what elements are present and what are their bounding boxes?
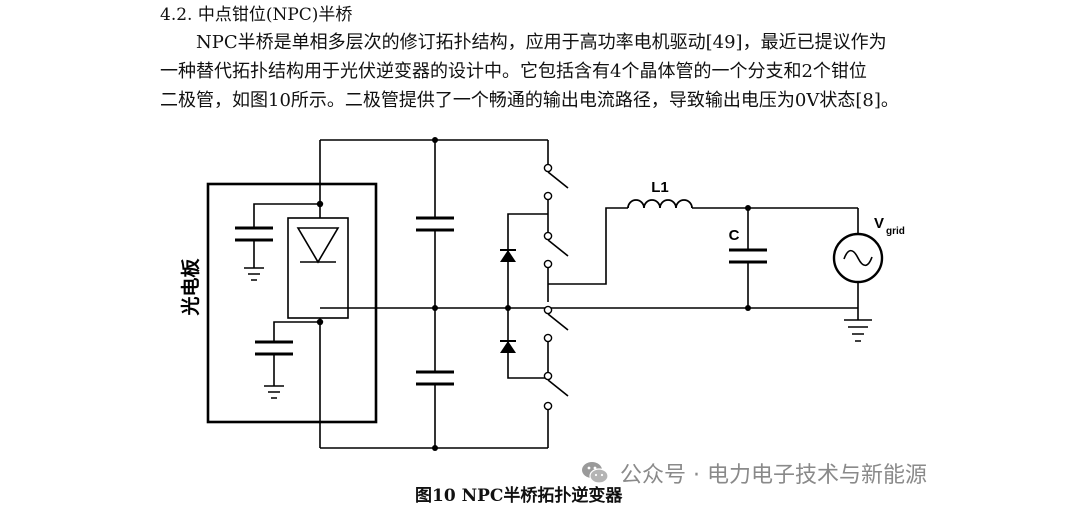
body-paragraph: NPC半桥是单相多层次的修订拓扑结构，应用于高功率电机驱动[49]，最近已提议作…	[160, 28, 940, 115]
paragraph-line-1: NPC半桥是单相多层次的修订拓扑结构，应用于高功率电机驱动[49]，最近已提议作…	[196, 32, 887, 53]
diode-branch	[507, 213, 548, 379]
capacitor-label: C	[729, 227, 740, 244]
section-heading: 4.2. 中点钳位(NPC)半桥	[160, 5, 353, 25]
grid-voltage-subscript: grid	[886, 226, 905, 237]
pv-panel-box	[206, 182, 378, 424]
watermark-text: 公众号 · 电力电子技术与新能源	[620, 463, 927, 488]
wechat-icon	[582, 462, 609, 484]
inductor-label: L1	[651, 179, 669, 196]
pv-panel-label: 光电板	[179, 258, 202, 317]
paragraph-line-2: 一种替代拓扑结构用于光伏逆变器的设计中。它包括含有4个晶体管的一个分支和2个钳位	[160, 61, 867, 82]
watermark: 公众号 · 电力电子技术与新能源	[580, 458, 927, 488]
figure-caption: 图10 NPC半桥拓扑逆变器	[415, 486, 623, 506]
grid-voltage-label: V	[874, 215, 884, 232]
paragraph-line-3: 二极管，如图10所示。二极管提供了一个畅通的输出电流路径，导致输出电压为0V状态…	[160, 90, 899, 111]
inductor-l1	[627, 199, 693, 209]
pv-cell	[287, 217, 349, 319]
